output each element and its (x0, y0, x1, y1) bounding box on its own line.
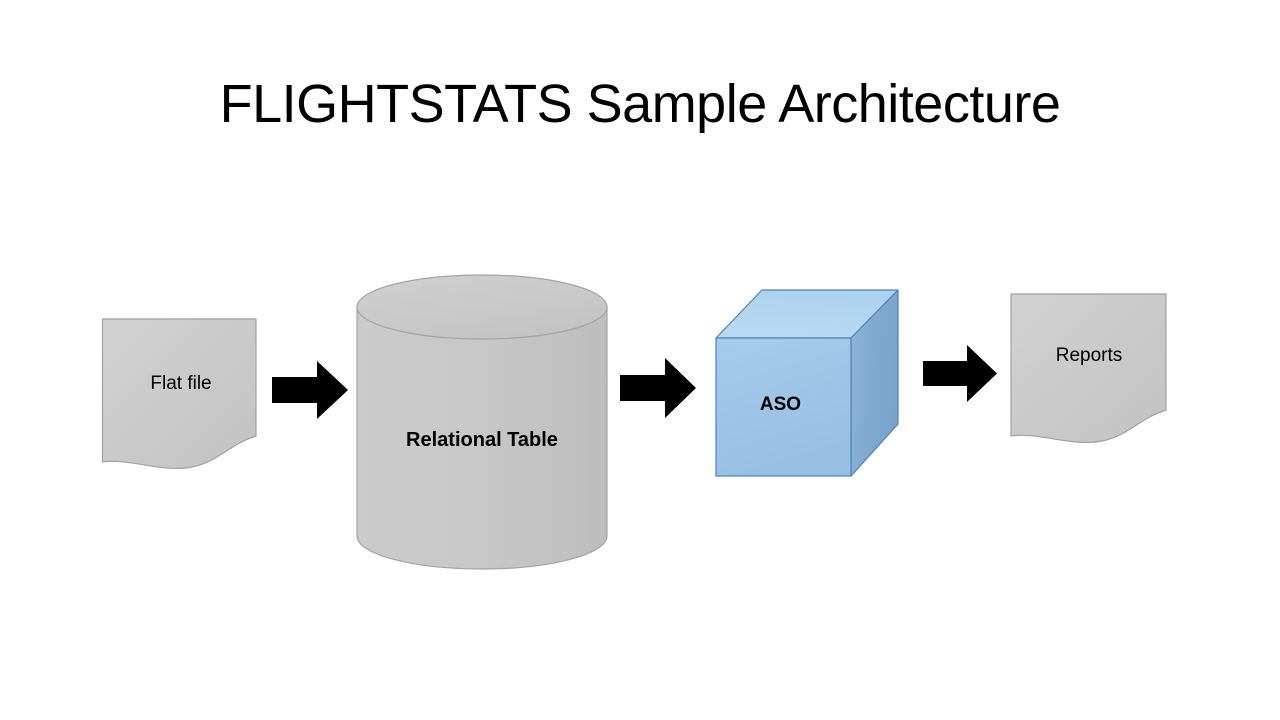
node-relational-table[interactable]: Relational Table (356, 274, 608, 574)
connector-arrow-aso-to-reports (923, 345, 997, 402)
document-shape-icon (1010, 293, 1167, 443)
page-title: FLIGHTSTATS Sample Architecture (219, 74, 1061, 134)
node-aso[interactable]: ASO (712, 288, 902, 482)
right-arrow-icon (620, 358, 696, 418)
cylinder-shape-icon (356, 274, 608, 570)
node-flat-file[interactable]: Flat file (100, 316, 262, 474)
cube-shape-icon (715, 289, 899, 477)
connector-arrow-flat-file-to-relational-table (272, 361, 348, 419)
node-reports[interactable]: Reports (1008, 290, 1170, 446)
connector-arrow-relational-table-to-aso (620, 358, 696, 418)
right-arrow-icon (923, 345, 997, 402)
document-shape-icon (101, 318, 257, 469)
right-arrow-icon (272, 361, 348, 419)
